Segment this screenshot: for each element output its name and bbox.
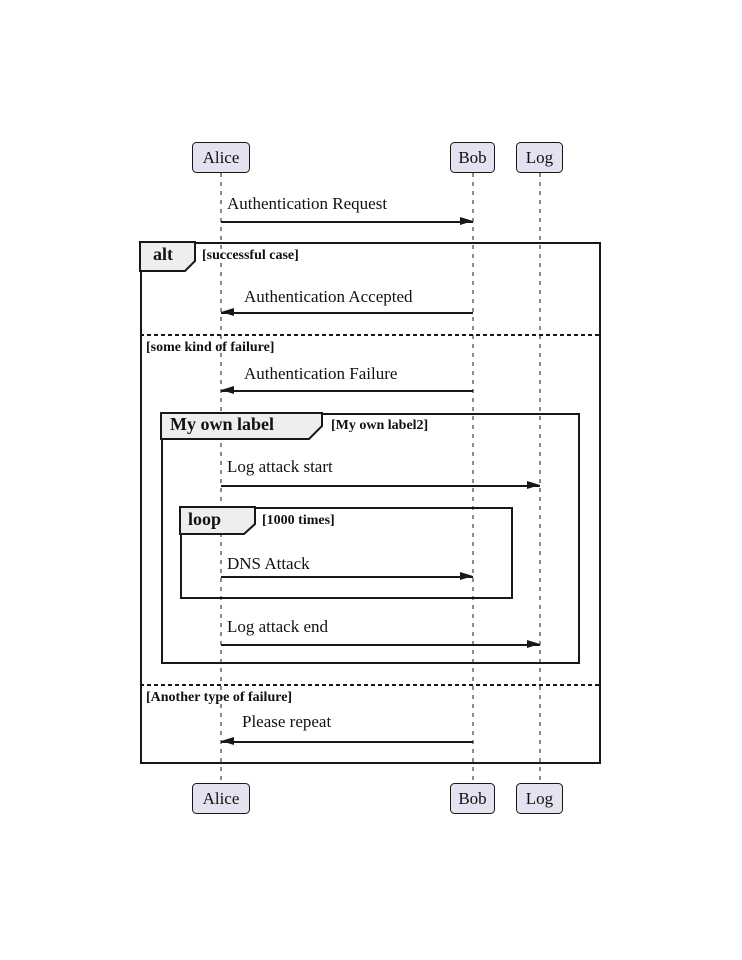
participant-label: Bob [458, 148, 487, 167]
participant-bob-bottom: Bob [450, 783, 495, 814]
participant-log-top: Log [516, 142, 563, 173]
arrowhead-right-icon [460, 572, 473, 580]
participant-log-bottom: Log [516, 783, 563, 814]
custom-operator-label: My own label [170, 414, 275, 434]
message-label: Log attack end [227, 617, 329, 636]
message-arrow [221, 741, 473, 743]
participant-alice-bottom: Alice [192, 783, 250, 814]
alt-operator-label: alt [153, 244, 173, 264]
message-label: Authentication Accepted [244, 287, 413, 306]
participant-label: Log [525, 789, 554, 808]
arrowhead-left-icon [221, 308, 234, 316]
lifeline-log [539, 173, 541, 784]
participant-bob-top: Bob [450, 142, 495, 173]
alt-frame [140, 242, 601, 764]
alt-section-divider [140, 334, 601, 336]
loop-frame [180, 507, 513, 599]
alt-operator-tab [139, 241, 196, 272]
alt-guard-1: [successful case] [202, 248, 299, 263]
loop-operator-tab [179, 506, 256, 535]
message-arrow [221, 485, 540, 487]
message-label: Authentication Request [227, 194, 388, 213]
custom-operator-tab [160, 412, 323, 440]
arrowhead-right-icon [527, 640, 540, 648]
loop-operator-label: loop [188, 509, 222, 529]
message-arrow [221, 576, 473, 578]
participant-alice-top: Alice [192, 142, 250, 173]
custom-frame [161, 413, 580, 664]
arrowhead-right-icon [527, 481, 540, 489]
message-label: Please repeat [242, 712, 332, 731]
arrowhead-left-icon [221, 737, 234, 745]
message-arrow [221, 390, 473, 392]
loop-guard: [1000 times] [262, 513, 335, 528]
message-arrow [221, 312, 473, 314]
custom-guard: [My own label2] [331, 418, 429, 433]
message-label: DNS Attack [227, 554, 310, 573]
lifeline-alice [220, 173, 222, 784]
alt-section-divider [140, 684, 601, 686]
message-arrow [221, 221, 473, 223]
message-label: Log attack start [227, 457, 333, 476]
lifeline-bob [472, 173, 474, 784]
message-label: Authentication Failure [244, 364, 398, 383]
participant-label: Alice [202, 789, 240, 808]
alt-guard-2: [some kind of failure] [146, 340, 275, 355]
participant-label: Bob [458, 789, 487, 808]
message-arrow [221, 644, 540, 646]
alt-guard-3: [Another type of failure] [146, 690, 293, 705]
arrowhead-right-icon [460, 217, 473, 225]
participant-label: Log [525, 148, 554, 167]
arrowhead-left-icon [221, 386, 234, 394]
participant-label: Alice [202, 148, 240, 167]
